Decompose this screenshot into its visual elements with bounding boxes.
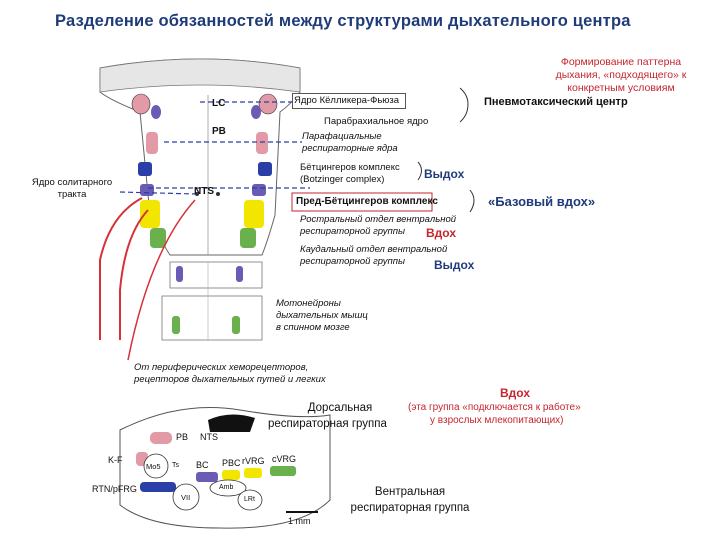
lc-right (258, 93, 278, 115)
lc-label: LC (212, 98, 226, 109)
afferent-line-3 (127, 199, 196, 361)
pb-right (256, 132, 268, 154)
pf-left (138, 162, 152, 176)
afferent-line-2 (119, 209, 149, 340)
afferent-line-1 (99, 197, 143, 340)
expiration-label-2: Выдох (434, 258, 475, 272)
pattern-text-1: Формирование паттерна (560, 56, 682, 68)
sec-rvrg (244, 468, 262, 478)
nts-label-2: тракта (57, 189, 87, 200)
prebotzinger-label: Пред-Бётцингеров комплекс (296, 196, 438, 207)
sec-amb (209, 479, 247, 497)
rostral-vrg-label-2: респираторной группы (300, 226, 405, 237)
sec-mo5 (143, 453, 169, 479)
section-outline (119, 407, 331, 529)
slide-title: Разделение обязанностей между структурам… (55, 12, 631, 30)
motoneurons-label-2: дыхательных мышц (276, 310, 368, 321)
sec-nts-label: NTS (200, 432, 218, 442)
parabrachial-label: Парабрахиальное ядро (324, 116, 429, 127)
bottom-note-1: (эта группа «подключается к работе» (408, 402, 581, 413)
pattern-text-2: дыхания, «подходящего» к (555, 69, 687, 81)
sec-rvrg-label: rVRG (242, 456, 265, 466)
brace-prebotz (469, 189, 475, 213)
sec-rtn (140, 482, 176, 492)
botzinger-label-1: Бётцингеров комплекс (300, 162, 400, 173)
basic-inspiration-label: «Базовый вдох» (488, 194, 596, 209)
sec-kf-label: K-F (108, 455, 123, 465)
expiration-label-1: Выдох (424, 167, 465, 181)
sec-pbc-label: PBC (222, 458, 241, 468)
pons-top-band (99, 58, 301, 93)
caudal-vrg-label-1: Каудальный отдел вентральной (300, 244, 448, 255)
rostral-vrg-label-1: Ростральный отдел вентральной (300, 214, 457, 225)
peripheral-label-1: От периферических хеморецепторов, (134, 362, 309, 373)
nts-center-label: NTS (194, 186, 214, 197)
bottom-inspiration-label: Вдох (500, 386, 530, 400)
spinal-cord-upper (169, 261, 263, 289)
scale-label: 1 mm (288, 516, 311, 526)
pf-right (258, 162, 272, 176)
moto-right-2 (232, 316, 240, 334)
sec-rtn-label: RTN/pFRG (92, 484, 137, 494)
botz-left (140, 184, 154, 196)
pneumotaxic-label: Пневмотаксический центр (484, 96, 628, 108)
ventral-label-2: респираторная группа (350, 502, 470, 514)
prebotz-box (291, 192, 433, 212)
moto-right-1 (236, 266, 243, 282)
dorsal-label-1: Дорсальная (307, 402, 373, 414)
nts-label-1: Ядро солитарного (31, 177, 113, 188)
lc-left (131, 93, 151, 115)
brace-botz (417, 161, 422, 181)
parafacial-label-1: Парафациальные (302, 131, 382, 142)
moto-left-1 (176, 266, 183, 282)
lc-purple-left (151, 105, 161, 119)
sec-vii-label: VII (181, 493, 191, 502)
sec-mo5-label: Mo5 (146, 462, 161, 471)
botz-right (252, 184, 266, 196)
section-black-patch (208, 414, 255, 432)
kolliker-label: Ядро Кёлликера-Фьюза (294, 95, 400, 106)
botzinger-label-2: (Botzinger complex) (300, 174, 385, 185)
peripheral-label-2: рецепторов дыхательных путей и легких (134, 374, 326, 385)
sec-vii (172, 483, 200, 511)
lc-purple-right (251, 105, 261, 119)
sec-ts-label: Ts (172, 462, 179, 469)
ventral-label-1: Вентральная (374, 486, 446, 498)
sec-cvrg (270, 466, 296, 476)
prebotz-right (244, 200, 264, 228)
pattern-text-3: конкретным условиям (567, 82, 675, 94)
prebotz-left (140, 200, 160, 228)
sec-pb (150, 432, 172, 444)
bottom-note-2: у взрослых млекопитающих) (430, 415, 564, 426)
sec-pbc (222, 470, 240, 480)
brace-pneumotaxic (459, 87, 469, 123)
inspiration-label-1: Вдох (426, 226, 456, 240)
sec-lrt (237, 489, 263, 511)
kolliker-box (292, 93, 406, 109)
motoneurons-label-3: в спинном мозге (276, 322, 350, 333)
sec-lrt-label: LRt (244, 496, 255, 503)
cvrg-right (240, 228, 256, 248)
cvrg-left (150, 228, 166, 248)
moto-left-2 (172, 316, 180, 334)
parafacial-label-2: респираторные ядра (302, 143, 398, 154)
motoneurons-label-1: Мотонейроны (276, 298, 341, 309)
caudal-vrg-label-2: респираторной группы (300, 256, 405, 267)
sec-cvrg-label: cVRG (272, 454, 297, 464)
dorsal-label-2: респираторная группа (268, 418, 387, 430)
pb-label: PB (212, 126, 226, 137)
sec-bc (196, 472, 218, 482)
sec-pb-label: PB (176, 432, 189, 442)
sec-amb-label: Amb (219, 484, 234, 491)
pb-left (146, 132, 158, 154)
sec-bc-label: BC (196, 460, 209, 470)
